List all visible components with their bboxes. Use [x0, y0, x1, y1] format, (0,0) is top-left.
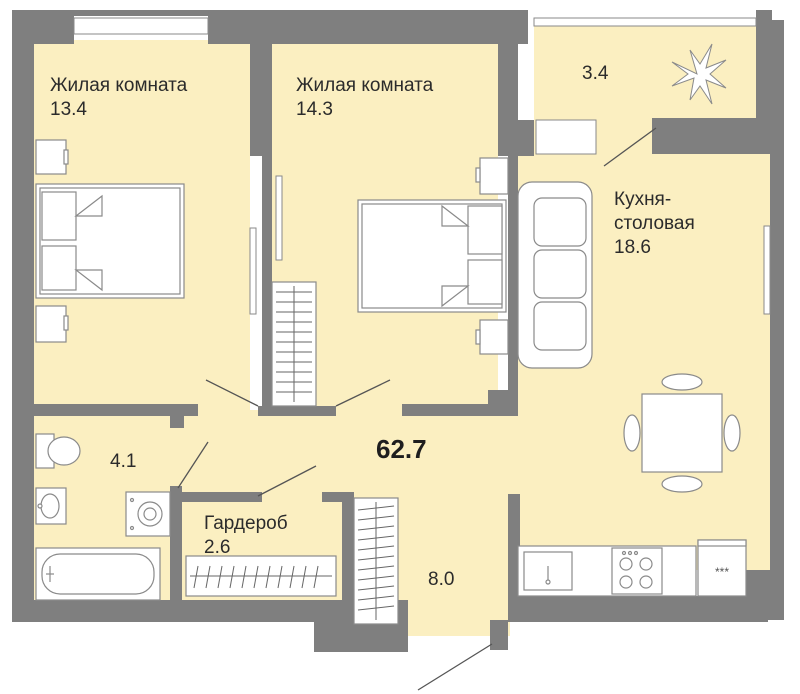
total-area: 62.7	[376, 434, 427, 464]
room-wardrobe-area: 2.6	[204, 537, 231, 558]
wall-se	[744, 570, 784, 620]
room-bathroom-area: 4.1	[110, 451, 137, 472]
wall-south	[12, 600, 396, 622]
kitchen-counter: ***	[517, 539, 747, 597]
room-wardrobe-name: Гардероб	[204, 513, 288, 534]
wall-bedroom-divider-thin	[262, 156, 272, 410]
wall-bath	[34, 404, 198, 416]
wall-bath-stub	[170, 410, 184, 428]
room-living-2-name: Жилая комната	[296, 75, 434, 96]
bathtub-icon	[35, 547, 161, 601]
wall-west	[12, 10, 34, 622]
plant-icon	[671, 43, 727, 105]
wall-balcony-south	[652, 118, 772, 154]
room-living-2-area: 14.3	[296, 99, 333, 120]
stove-icon	[611, 547, 663, 595]
wall-wardrobe-east	[342, 492, 354, 600]
wall-balcony-left	[518, 120, 534, 156]
room-kitchen-name: Кухня-	[614, 189, 672, 210]
sink-icon-bath	[35, 487, 67, 525]
wall-east	[770, 20, 784, 572]
bed-icon	[35, 139, 185, 343]
wall-bedroom-divider	[250, 40, 272, 156]
room-kitchen-name-2: столовая	[614, 213, 695, 234]
room-wardrobe: Гардероб 2.6	[204, 512, 288, 560]
room-kitchen-area: 18.6	[614, 237, 651, 258]
hall-closet	[353, 497, 399, 625]
room-living-2: Жилая комната 14.3	[296, 74, 433, 122]
wardrobe-rack	[185, 555, 337, 597]
window-frame	[74, 10, 208, 16]
wall-kitchen-west	[508, 494, 520, 598]
wall-bath-east	[170, 486, 182, 600]
wall-balcony-east	[756, 10, 772, 150]
room-living-1-name: Жилая комната	[50, 75, 188, 96]
svg-text:***: ***	[715, 565, 729, 579]
room-balcony-area: 3.4	[582, 63, 609, 84]
wall-kitchen-south	[508, 596, 768, 622]
door-panels	[249, 175, 771, 315]
room-bathroom: 4.1	[110, 450, 136, 474]
table-icon	[623, 373, 741, 493]
wall-bedroom-kitchen	[498, 30, 518, 156]
windows	[73, 17, 757, 155]
room-living-1-area: 13.4	[50, 99, 87, 120]
bed-icon-2	[357, 157, 509, 355]
room-kitchen: Кухня- столовая 18.6	[614, 188, 695, 260]
closet	[271, 281, 317, 407]
wall-wardrobe-top	[182, 492, 262, 502]
wall-nw	[12, 10, 74, 44]
room-balcony: 3.4	[582, 62, 608, 86]
room-living-1: Жилая комната 13.4	[50, 74, 187, 122]
room-hall-area: 8.0	[428, 569, 455, 590]
door-lines	[177, 127, 657, 691]
room-hall: 8.0	[428, 568, 454, 592]
sofa-icon	[517, 181, 593, 369]
wall-corridor-corner	[488, 390, 518, 416]
wall-closet-top	[258, 406, 336, 416]
wall-north	[208, 10, 528, 44]
wall-bedroom-kitchen-thin	[508, 156, 518, 410]
washer-icon	[125, 491, 171, 537]
wall-wardrobe-top-right	[322, 492, 352, 502]
toilet-icon	[35, 433, 81, 469]
oven-icon	[697, 539, 747, 597]
wall-entrance-right	[490, 620, 508, 650]
